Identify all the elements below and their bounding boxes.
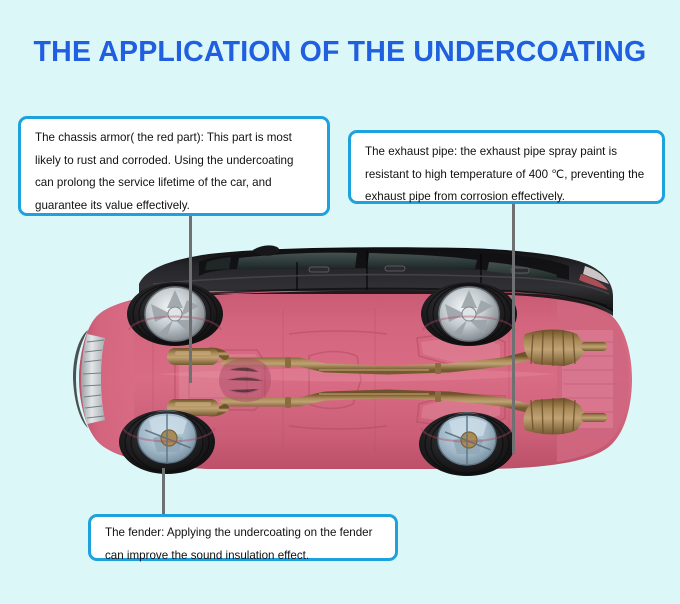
exhaust-callout-leader-line bbox=[512, 202, 515, 454]
front-grille bbox=[73, 330, 105, 428]
fender-callout: The fender: Applying the undercoating on… bbox=[88, 514, 398, 562]
tail-light bbox=[583, 266, 609, 284]
chassis-callout-leader-line bbox=[189, 214, 192, 383]
wheel-arches bbox=[122, 315, 516, 443]
wheel-front-upper bbox=[127, 282, 223, 346]
chassis-armor-callout: The chassis armor( the red part): This p… bbox=[18, 116, 330, 216]
car-upper-body bbox=[139, 245, 613, 316]
door-handles bbox=[308, 265, 530, 274]
wheel-rear-upper bbox=[421, 282, 517, 346]
chassis-armor-callout-text: The chassis armor( the red part): This p… bbox=[35, 131, 294, 212]
muffler-front-upper bbox=[167, 348, 219, 365]
exhaust-pipe-callout: The exhaust pipe: the exhaust pipe spray… bbox=[348, 130, 665, 204]
exhaust-pipe-callout-text: The exhaust pipe: the exhaust pipe spray… bbox=[365, 145, 645, 204]
wheel-rear-lower bbox=[419, 412, 515, 476]
car-underbody-illustration bbox=[57, 238, 657, 506]
exhaust-system bbox=[167, 329, 607, 435]
rear-exhaust-lower bbox=[523, 397, 607, 435]
engine-detail bbox=[219, 358, 271, 402]
fender-callout-text: The fender: Applying the undercoating on… bbox=[105, 526, 373, 562]
page-title: THE APPLICATION OF THE UNDERCOATING bbox=[33, 36, 647, 68]
car-windows bbox=[205, 252, 557, 280]
side-mirror bbox=[253, 245, 280, 256]
fender-callout-leader-line bbox=[162, 468, 165, 516]
rear-exhaust-upper bbox=[523, 329, 607, 367]
wheel-front-lower bbox=[119, 410, 215, 474]
